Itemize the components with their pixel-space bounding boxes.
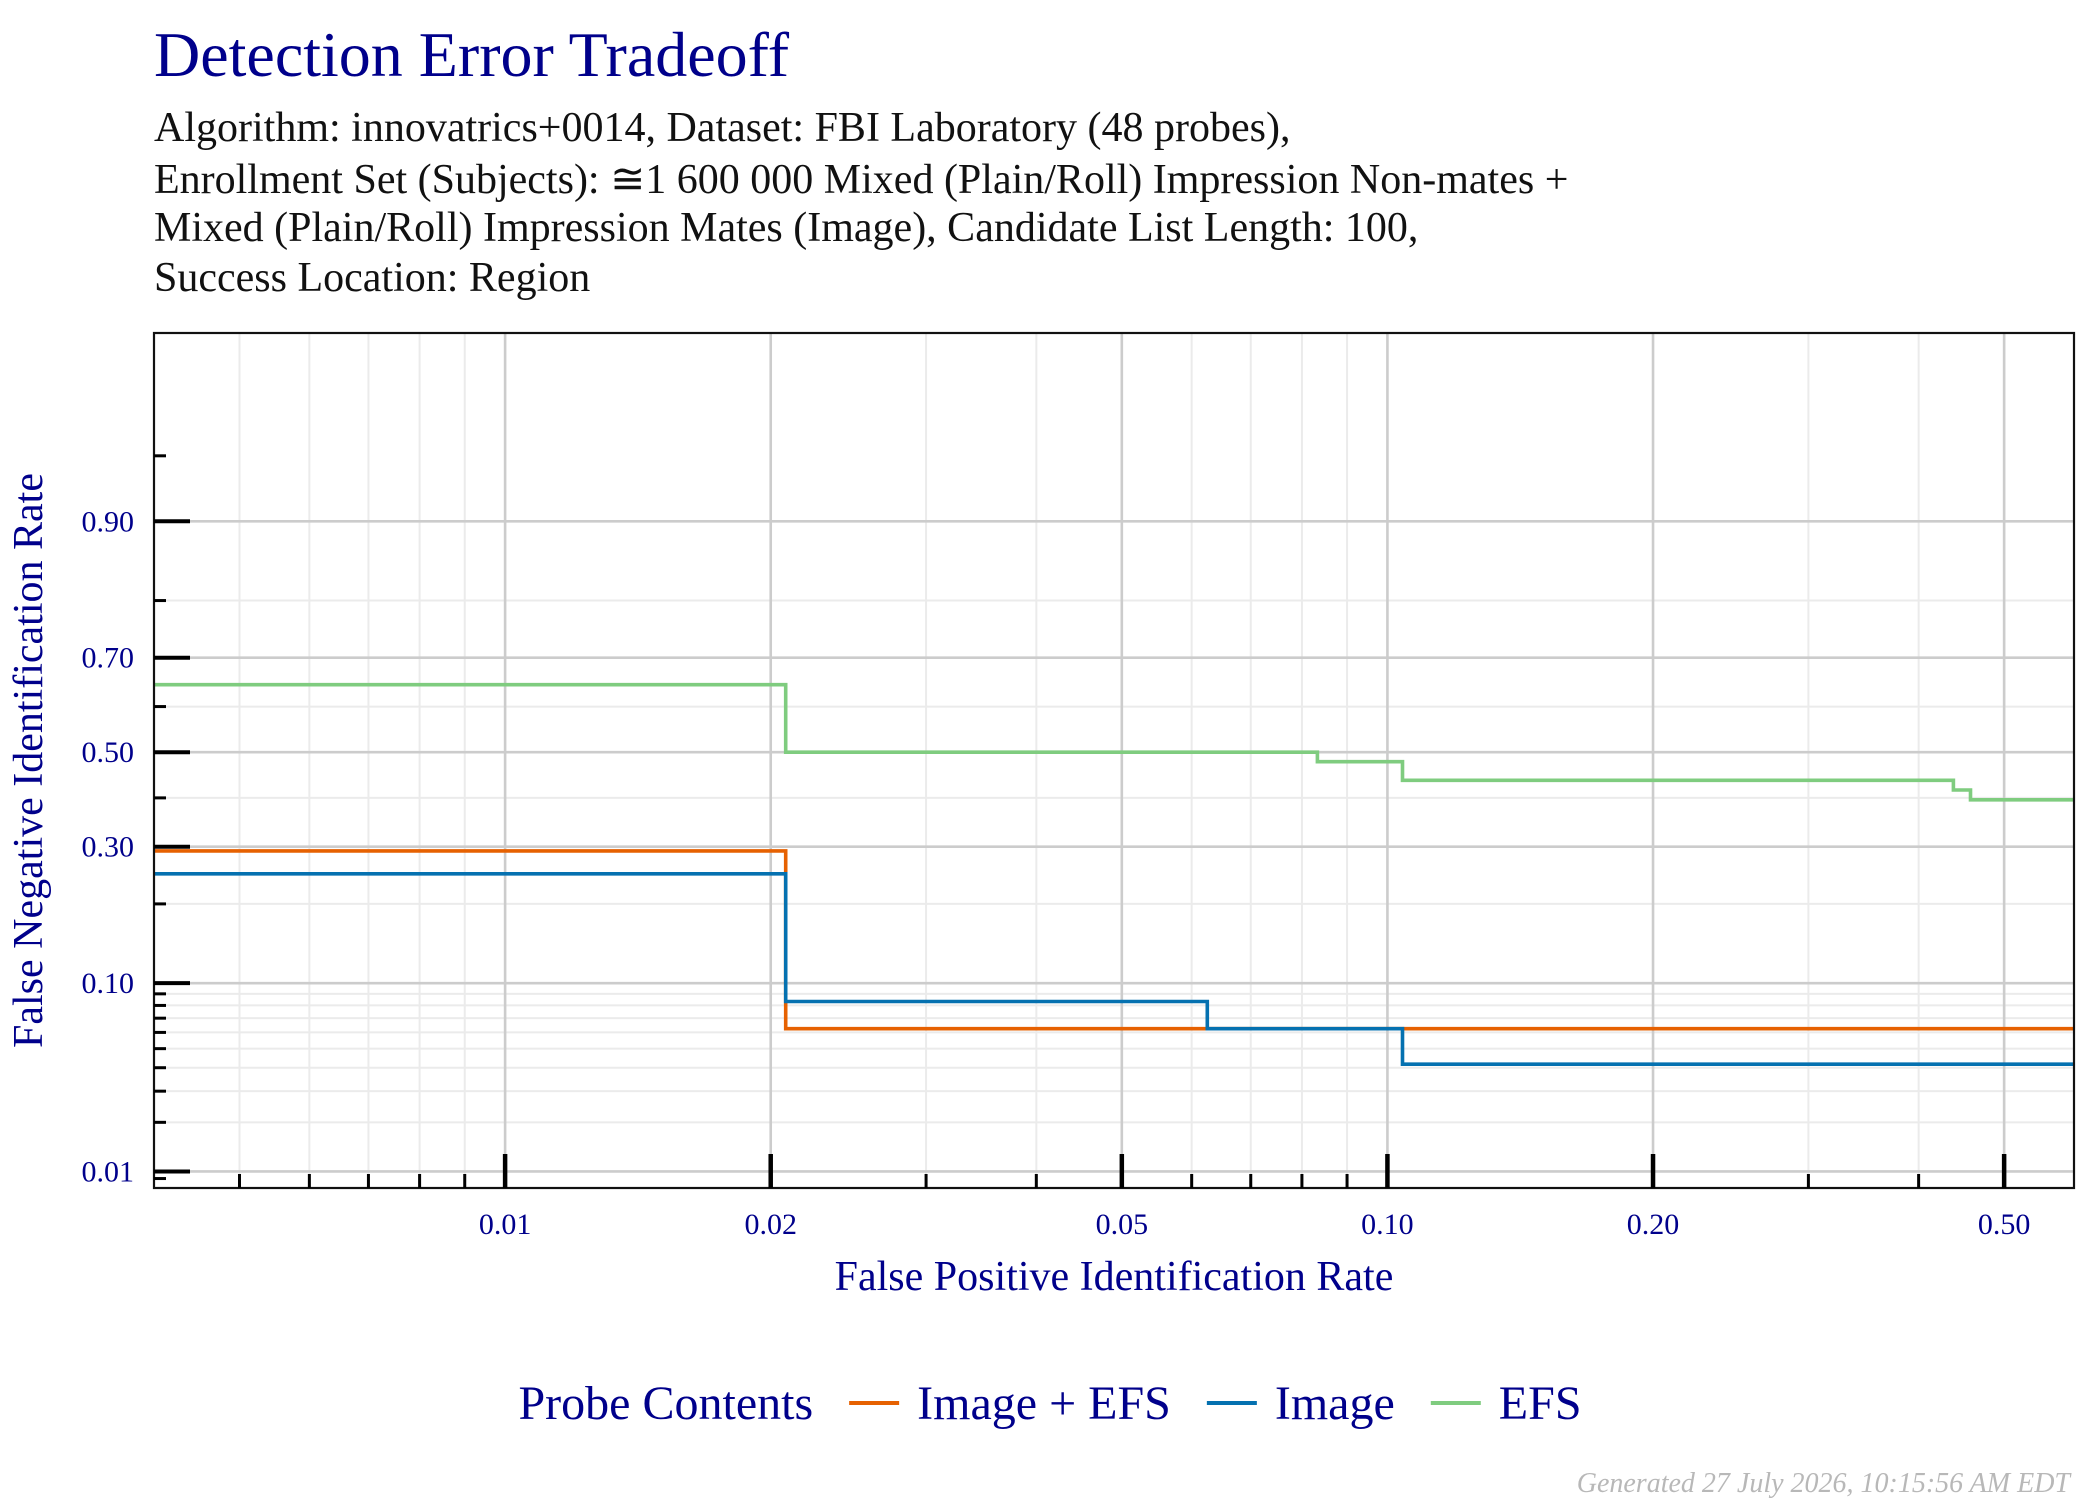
chart-title: Detection Error Tradeoff: [154, 19, 790, 90]
plot-panel: [154, 333, 2074, 1188]
plot-border: [152, 331, 2076, 1190]
x-axis-ticks: [238, 1154, 2007, 1188]
legend-item-label: Image: [1275, 1377, 1395, 1430]
generated-footer: Generated 27 July 2026, 10:15:56 AM EDT: [1576, 1468, 2070, 1499]
x-tick-label: 0.20: [1627, 1208, 1680, 1241]
x-tick-label: 0.05: [1096, 1208, 1149, 1241]
legend-item-label: Image + EFS: [917, 1377, 1171, 1430]
legend-item-label: EFS: [1499, 1377, 1582, 1430]
x-tick-label: 0.01: [479, 1208, 532, 1241]
y-tick-label: 0.10: [82, 967, 135, 1000]
legend-title: Probe Contents: [518, 1377, 813, 1430]
y-tick-label: 0.30: [82, 831, 135, 864]
y-tick-label: 0.01: [82, 1155, 135, 1188]
chart-subtitle-line-2: Enrollment Set (Subjects): ≅1 600 000 Mi…: [154, 157, 1569, 203]
y-axis-ticks: [154, 454, 190, 1181]
y-tick-label: 0.90: [82, 505, 135, 538]
x-tick-label: 0.02: [744, 1208, 797, 1241]
series-line-image-efs: [154, 849, 2074, 1031]
y-tick-label: 0.50: [82, 736, 135, 769]
x-tick-label: 0.10: [1361, 1208, 1414, 1241]
legend: Probe Contents Image + EFS Image EFS: [518, 1377, 1581, 1430]
chart-subtitle-line-1: Algorithm: innovatrics+0014, Dataset: FB…: [154, 105, 1291, 151]
series-line-efs: [154, 682, 2074, 802]
chart-subtitle-line-4: Success Location: Region: [154, 255, 591, 301]
y-tick-label: 0.70: [82, 642, 135, 675]
x-tick-label: 0.50: [1978, 1208, 2031, 1241]
series-line-image: [154, 872, 2074, 1066]
chart-subtitle-line-3: Mixed (Plain/Roll) Impression Mates (Ima…: [154, 205, 1419, 251]
y-axis-title: False Negative Identification Rate: [6, 473, 52, 1048]
x-axis-title: False Positive Identification Rate: [835, 1254, 1394, 1300]
